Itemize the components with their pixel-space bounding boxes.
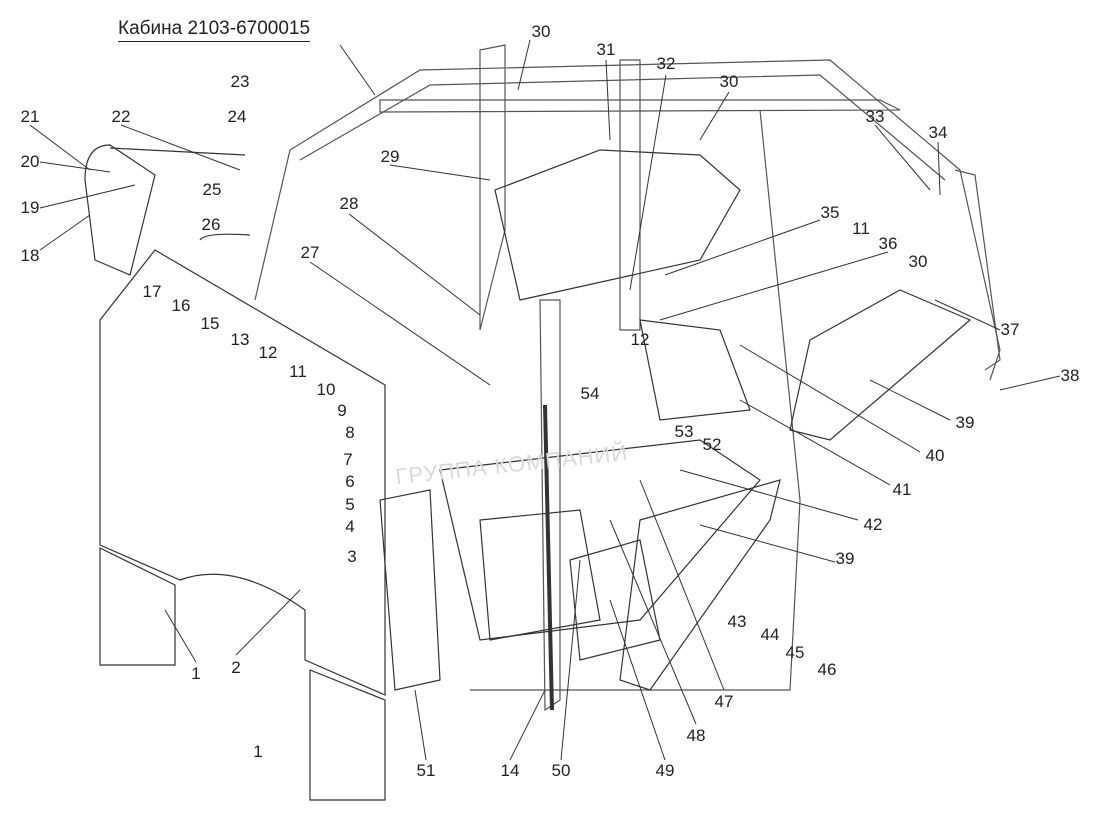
part-number-label: 39 <box>835 549 855 568</box>
part-number-label: 3 <box>347 547 357 566</box>
part-number-label: 4 <box>345 517 355 536</box>
drawing-title: Кабина 2103-6700015 <box>118 18 311 42</box>
part-number-label: 8 <box>345 423 355 442</box>
side-console <box>379 489 441 691</box>
part-number-label: 53 <box>674 422 694 441</box>
part-number-label: 21 <box>20 107 40 126</box>
part-number-label: 1 <box>253 742 263 761</box>
part-number-label: 50 <box>551 761 571 780</box>
part-number-label: 12 <box>630 330 650 349</box>
cab-frame <box>254 44 1001 712</box>
part-number-label: 33 <box>865 107 885 126</box>
part-number-label: 40 <box>925 446 945 465</box>
part-number-label: 11 <box>852 219 870 238</box>
part-number-label: 2 <box>231 658 241 677</box>
part-number-label: 23 <box>230 72 250 91</box>
part-number-label: 38 <box>1060 366 1080 385</box>
part-number-label: 32 <box>656 54 676 73</box>
part-number-label: 54 <box>580 384 600 403</box>
part-number-label: 36 <box>878 234 898 253</box>
mirror <box>84 144 251 276</box>
part-number-label: 16 <box>171 296 191 315</box>
part-number-label: 31 <box>596 40 616 59</box>
part-number-label: 51 <box>416 761 436 780</box>
part-number-label: 5 <box>345 495 355 514</box>
part-number-label: 18 <box>20 246 40 265</box>
rear-panel <box>494 149 741 301</box>
part-number-label: 44 <box>760 625 780 644</box>
part-number-label: 46 <box>817 660 837 679</box>
part-number-label: 14 <box>500 761 520 780</box>
grab-handle <box>543 404 554 711</box>
part-number-label: 20 <box>20 152 40 171</box>
part-number-label: 30 <box>719 72 739 91</box>
part-number-label: 9 <box>337 401 347 420</box>
part-number-label: 19 <box>20 198 40 217</box>
part-number-label: 11 <box>289 362 307 381</box>
part-number-label: 43 <box>727 612 747 631</box>
door-glass <box>99 249 386 801</box>
part-number-label: 39 <box>955 413 975 432</box>
part-number-label: 30 <box>531 22 551 41</box>
part-number-label: 26 <box>201 215 221 234</box>
right-rail <box>789 289 972 441</box>
part-number-label: 1 <box>191 664 201 683</box>
leader-lines <box>29 39 1061 761</box>
part-number-label: 10 <box>316 380 336 399</box>
part-number-label: 30 <box>908 252 928 271</box>
part-number-label: 25 <box>202 180 222 199</box>
part-number-label: 29 <box>380 147 400 166</box>
part-number-label: 35 <box>820 203 840 222</box>
part-number-label: 22 <box>111 107 131 126</box>
part-number-label: 28 <box>339 194 359 213</box>
part-number-label: 49 <box>655 761 675 780</box>
part-number-label: 17 <box>142 282 162 301</box>
right-step <box>619 479 781 691</box>
part-number-label: 13 <box>230 330 250 349</box>
part-number-label: 47 <box>714 692 734 711</box>
part-number-label: 37 <box>1000 320 1020 339</box>
part-number-label: 27 <box>300 243 320 262</box>
part-number-label: 52 <box>702 435 722 454</box>
part-number-label: 7 <box>343 450 353 469</box>
part-number-label: 41 <box>892 480 912 499</box>
part-number-label: 42 <box>863 515 883 534</box>
part-number-label: 12 <box>258 343 278 362</box>
part-number-label: 48 <box>686 726 706 745</box>
floor-mats <box>439 319 761 661</box>
part-number-label: 15 <box>200 314 220 333</box>
part-number-label: 34 <box>928 123 948 142</box>
part-number-label: 6 <box>345 472 355 491</box>
part-number-label: 45 <box>785 643 805 662</box>
part-number-label: 24 <box>227 107 247 126</box>
